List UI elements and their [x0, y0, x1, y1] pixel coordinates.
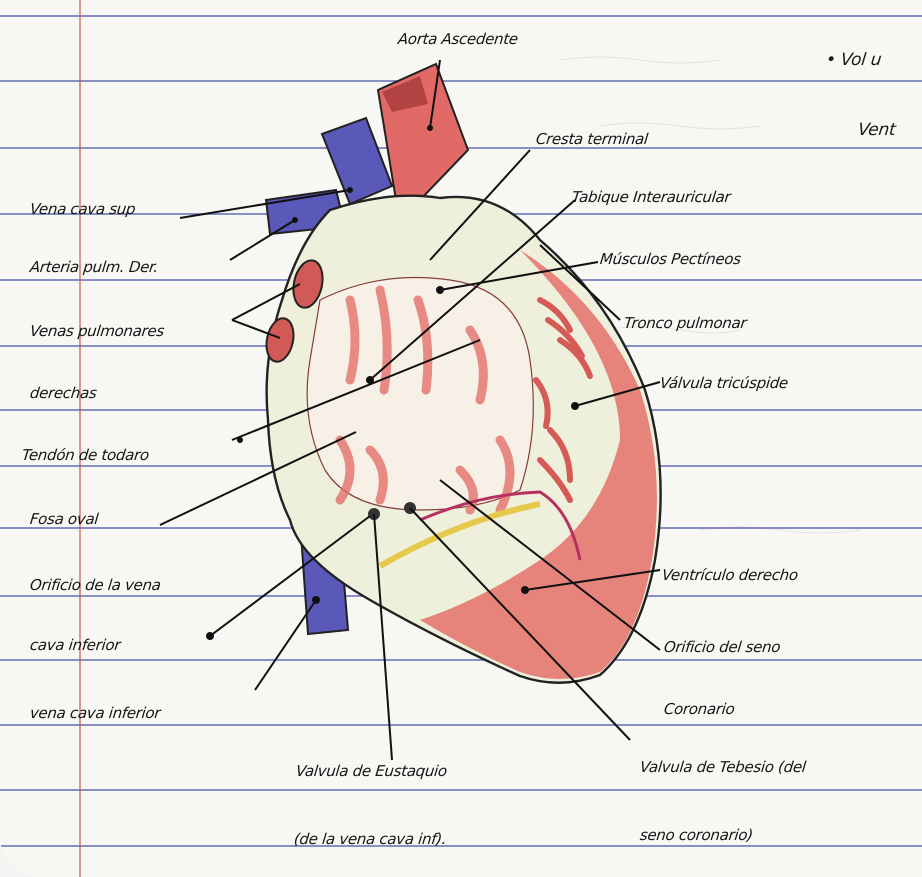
- side-note-2: Vent: [857, 120, 896, 140]
- label-vena-cava-sup: Vena cava sup: [29, 200, 136, 218]
- label-valvula-teb-2: seno coronario): [639, 826, 754, 844]
- label-aorta: Aorta Ascedente: [397, 30, 519, 48]
- label-venas-pulm-1: Venas pulmonares: [29, 322, 165, 340]
- side-note-1: • Vol u: [825, 50, 882, 70]
- label-tendon: Tendón de todaro: [21, 446, 150, 464]
- label-vena-cava-inf: vena cava inferior: [29, 704, 161, 722]
- label-orificio-vena-1: Orificio de la vena: [29, 576, 162, 594]
- label-fosa: Fosa oval: [29, 510, 99, 528]
- aorta-shape: [378, 64, 468, 200]
- label-tabique: Tabique Interauricular: [571, 188, 731, 206]
- label-orificio-vena-2: cava inferior: [29, 636, 121, 654]
- label-orificio-seno-1: Orificio del seno: [663, 638, 781, 656]
- label-musculos: Músculos Pectíneos: [599, 250, 742, 268]
- label-cresta: Cresta terminal: [535, 130, 649, 148]
- label-orificio-seno-2: Coronario: [663, 700, 735, 718]
- label-arteria-pulm: Arteria pulm. Der.: [29, 258, 159, 276]
- label-valvula-eust-1: Valvula de Eustaquio: [295, 762, 448, 780]
- label-valvula-tric: Válvula tricúspide: [659, 374, 789, 392]
- label-ventriculo: Ventrículo derecho: [661, 566, 799, 584]
- label-valvula-eust-2: (de la vena cava inf).: [293, 830, 447, 848]
- label-tronco: Tronco pulmonar: [623, 314, 747, 332]
- label-venas-pulm-2: derechas: [29, 384, 97, 402]
- label-valvula-teb-1: Valvula de Tebesio (del: [639, 758, 807, 776]
